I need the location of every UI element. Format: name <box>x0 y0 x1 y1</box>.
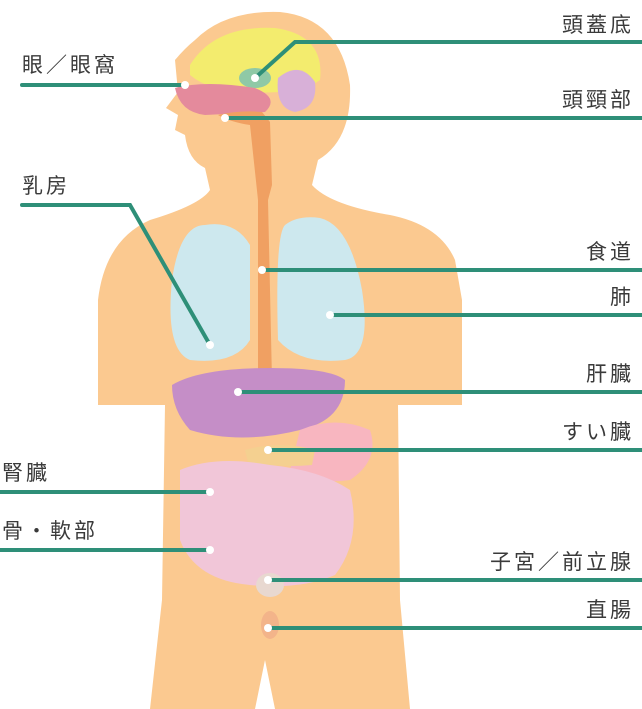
label-eye-orbit: 眼／眼窩 <box>22 55 118 76</box>
dot-breast <box>206 341 214 349</box>
label-rectum: 直腸 <box>586 600 634 621</box>
dot-pancreas <box>264 446 272 454</box>
label-bone-soft-tissue: 骨・軟部 <box>2 521 98 542</box>
dot-head-neck <box>221 114 229 122</box>
dot-esophagus <box>258 266 266 274</box>
dot-bone-soft-tissue <box>206 546 214 554</box>
dot-lung <box>326 311 334 319</box>
dot-eye-orbit <box>181 81 189 89</box>
label-uterus-prostate: 子宮／前立腺 <box>490 552 634 573</box>
dot-skull-base <box>251 74 259 82</box>
label-esophagus: 食道 <box>586 242 634 263</box>
dot-liver <box>234 388 242 396</box>
label-lung: 肺 <box>610 287 634 308</box>
label-breast: 乳房 <box>22 176 70 197</box>
label-liver: 肝臓 <box>586 364 634 385</box>
dot-uterus-prostate <box>264 576 272 584</box>
dot-kidney <box>206 488 214 496</box>
lung-left <box>170 224 250 361</box>
label-pancreas: すい臓 <box>562 422 634 443</box>
label-head-neck: 頭頸部 <box>562 90 634 111</box>
label-skull-base: 頭蓋底 <box>562 15 634 36</box>
intestines <box>180 461 354 586</box>
label-kidney: 腎臓 <box>2 463 50 484</box>
dot-rectum <box>264 624 272 632</box>
